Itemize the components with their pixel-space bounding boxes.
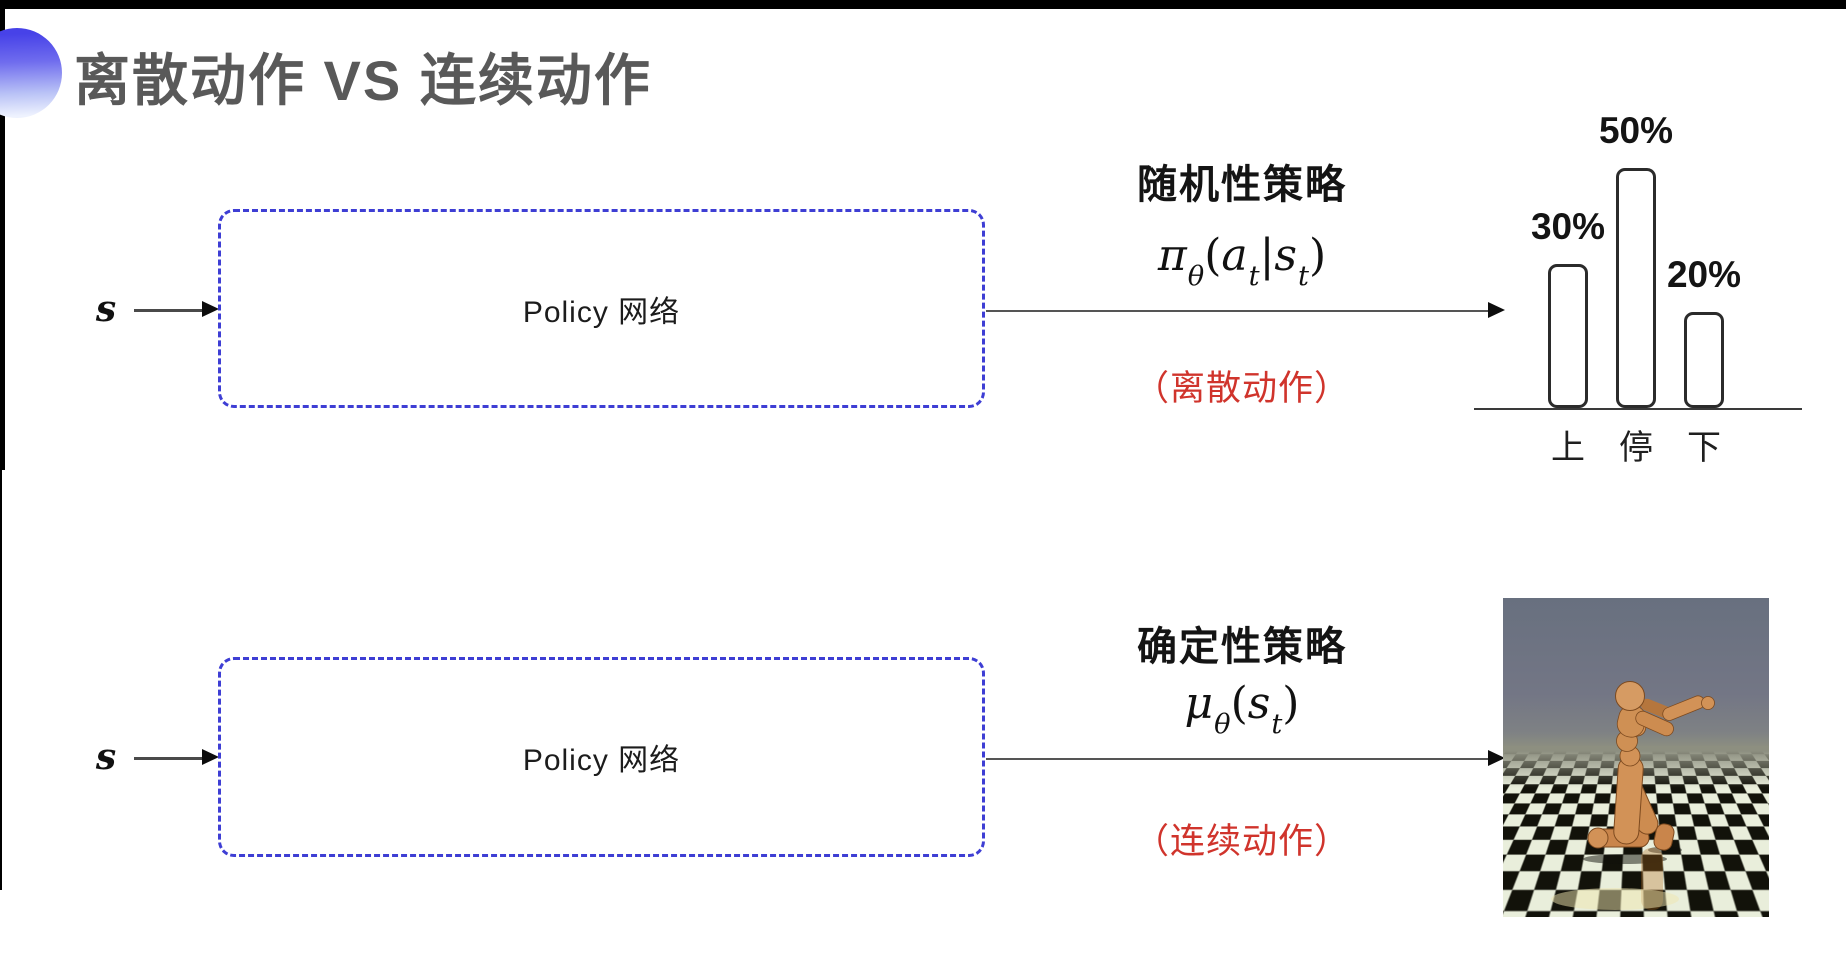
deterministic-policy-title: 确定性策略 [1137,625,1347,669]
bar-value-label: 30% [1530,206,1606,247]
input-arrow-line [134,757,204,760]
continuous-action-note: （连续动作） [1133,822,1350,861]
page-title: 离散动作 VS 连续动作 [74,49,652,112]
policy-network-label: Policy 网络 [522,295,681,329]
chart-bar-group: 20% [1666,108,1742,408]
bar-value-label: 50% [1598,110,1674,151]
deterministic-policy-formula: μθ(st) [1184,678,1300,740]
chart-category-label: 停 [1619,429,1653,467]
policy-network-label: Policy 网络 [522,744,681,777]
chart-bar-group: 50% [1598,108,1674,408]
frame-left-bar-thin [0,470,2,890]
humanoid-robot-icon [1551,681,1715,910]
input-arrow-head-icon [202,301,219,317]
input-arrow-head-icon [202,749,219,765]
bar [1616,168,1656,408]
frame-left-bar [0,0,5,470]
output-arrow-head-icon [1488,302,1505,318]
input-arrow-line [134,309,204,312]
output-arrow-line [986,758,1488,760]
chart-bar-group: 30% [1530,108,1606,408]
chart-category-label: 上 [1551,429,1585,467]
policy-network-box: Policy 网络 [218,657,985,857]
stochastic-policy-formula: πθ(at|st) [1157,230,1327,292]
frame-top-bar [0,0,1846,9]
state-input-label: s [95,288,117,330]
policy-network-box: Policy 网络 [218,209,985,408]
bar [1548,264,1588,408]
state-input-label: s [95,736,117,778]
stochastic-policy-title: 随机性策略 [1137,163,1347,207]
bar-value-label: 20% [1666,254,1742,295]
accent-circle-icon [0,28,62,118]
chart-category-label: 下 [1687,429,1721,467]
discrete-action-note: （离散动作） [1133,369,1350,408]
humanoid-simulation-image [1503,598,1769,917]
bar [1684,312,1724,408]
output-arrow-line [986,310,1488,312]
output-arrow-head-icon [1488,750,1505,766]
chart-axis-line [1474,408,1802,410]
